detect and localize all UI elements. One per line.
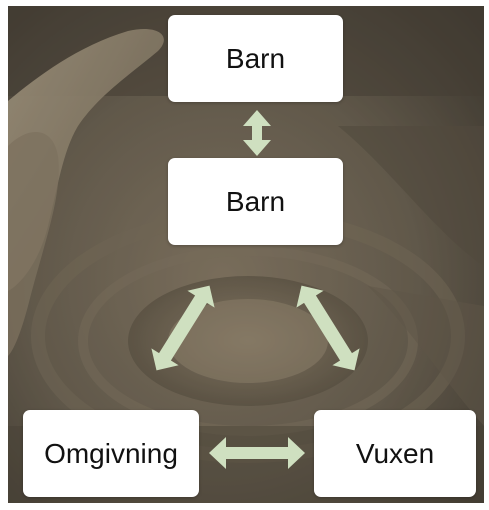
node-barn-middle: Barn <box>168 158 343 245</box>
arrow-left-right <box>209 437 305 469</box>
arrow-top-mid <box>243 110 271 156</box>
arrow-mid-left <box>143 277 223 379</box>
node-omgivning-label: Omgivning <box>44 438 178 470</box>
node-barn-top-label: Barn <box>226 43 285 75</box>
node-vuxen: Vuxen <box>314 410 476 497</box>
arrow-mid-right <box>288 277 368 379</box>
node-omgivning: Omgivning <box>23 410 199 497</box>
node-vuxen-label: Vuxen <box>356 438 434 470</box>
node-barn-top: Barn <box>168 15 343 102</box>
node-barn-middle-label: Barn <box>226 186 285 218</box>
